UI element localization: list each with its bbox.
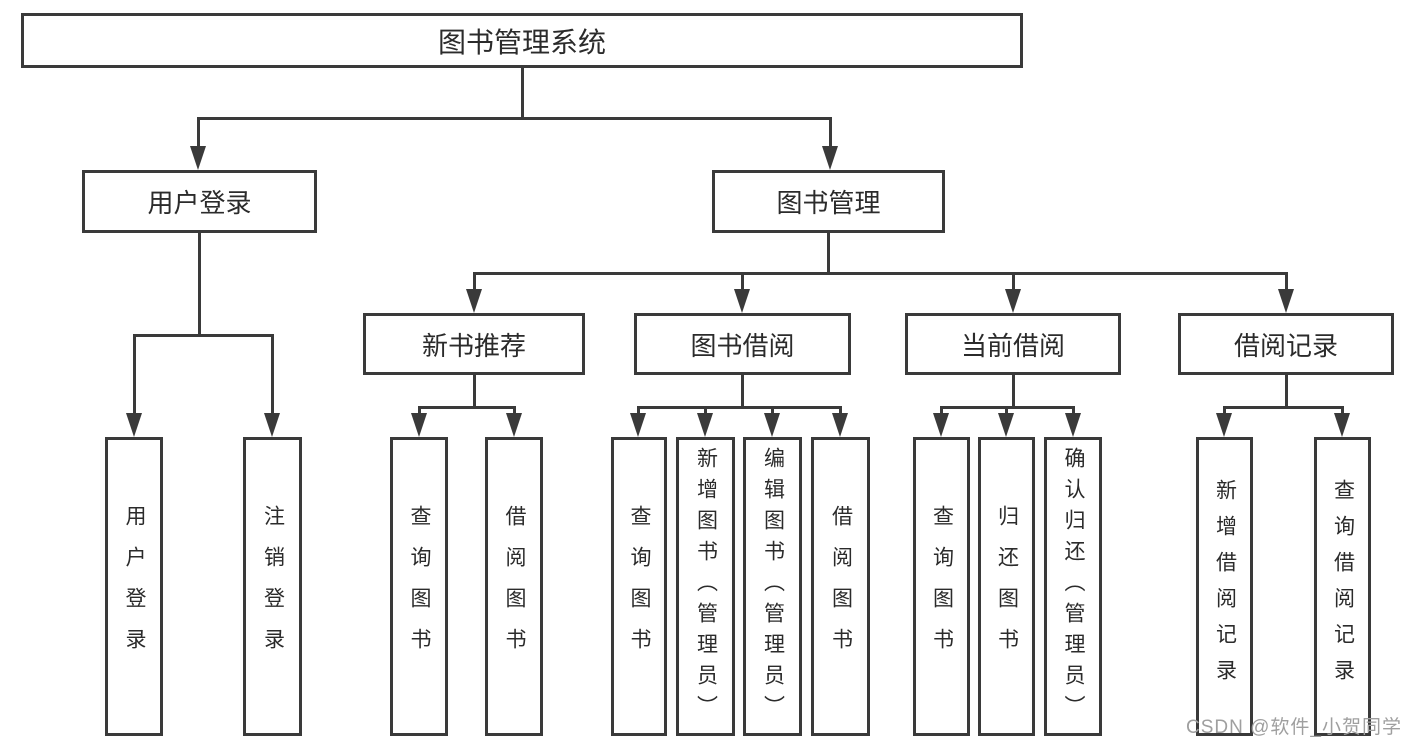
connector-line (1222, 405, 1344, 409)
connector-line (828, 118, 832, 154)
arrowhead-down-icon (1216, 413, 1232, 437)
connector-line (196, 118, 200, 154)
leaf-label: 查询图书 (408, 504, 431, 669)
arrowhead-down-icon (506, 413, 522, 437)
leaf-query-borrow-record: 查询借阅记录 (1314, 437, 1371, 736)
connector-line (826, 233, 830, 275)
connector-line (417, 405, 516, 409)
leaf-add-borrow-record: 新增借阅记录 (1196, 437, 1253, 736)
arrowhead-down-icon (264, 413, 280, 437)
leaf-label: 查询借阅记录 (1331, 478, 1355, 695)
node-label: 当前借阅 (960, 330, 1065, 361)
node-label: 用户登录 (147, 188, 252, 218)
connector-line (520, 68, 524, 120)
connector-line (740, 375, 744, 409)
arrowhead-down-icon (1278, 289, 1294, 313)
node-book-management: 图书管理 (712, 170, 945, 233)
node-current-borrow: 当前借阅 (905, 313, 1121, 375)
csdn-watermark: CSDN @软件_小贺同学 (1186, 717, 1402, 738)
arrowhead-down-icon (697, 413, 713, 437)
leaf-label: 用户登录 (123, 504, 146, 669)
connector-line (270, 335, 274, 421)
node-borrow-records: 借阅记录 (1178, 313, 1394, 375)
leaf-edit-books-admin: 编辑图书（管理员） (743, 437, 802, 736)
connector-line (1284, 273, 1288, 295)
leaf-return-books: 归还图书 (978, 437, 1035, 736)
node-new-book-recommend: 新书推荐 (363, 313, 585, 375)
node-label: 图书管理系统 (437, 26, 606, 58)
arrowhead-down-icon (822, 146, 838, 170)
arrowhead-down-icon (1065, 413, 1081, 437)
leaf-borrow-books: 借阅图书 (811, 437, 870, 736)
arrowhead-down-icon (933, 413, 949, 437)
connector-line (1011, 375, 1015, 409)
connector-line (740, 273, 744, 295)
node-book-management-system: 图书管理系统 (21, 13, 1023, 68)
leaf-logout: 注销登录 (243, 437, 302, 736)
arrowhead-down-icon (764, 413, 780, 437)
arrowhead-down-icon (1334, 413, 1350, 437)
connector-line (132, 335, 136, 421)
leaf-add-books-admin: 新增图书（管理员） (676, 437, 735, 736)
leaf-label: 查询图书 (930, 504, 954, 669)
leaf-label: 新增图书（管理员） (694, 447, 718, 726)
leaf-user-login: 用户登录 (105, 437, 163, 736)
leaf-query-books-current: 查询图书 (913, 437, 970, 736)
leaf-label: 注销登录 (261, 504, 285, 669)
arrowhead-down-icon (1005, 289, 1021, 313)
arrowhead-down-icon (630, 413, 646, 437)
leaf-label: 借阅图书 (503, 504, 526, 669)
connector-line (197, 233, 201, 337)
connector-line (1284, 375, 1288, 409)
connector-line (132, 333, 274, 337)
arrowhead-down-icon (466, 289, 482, 313)
leaf-label: 查询图书 (628, 504, 651, 669)
connector-line (1011, 273, 1015, 295)
leaf-label: 归还图书 (995, 504, 1019, 669)
arrowhead-down-icon (190, 146, 206, 170)
node-label: 图书借阅 (690, 330, 795, 361)
node-label: 图书管理 (776, 188, 881, 218)
arrowhead-down-icon (832, 413, 848, 437)
connector-line (196, 116, 832, 120)
leaf-label: 借阅图书 (829, 504, 853, 669)
connector-line (472, 273, 476, 295)
leaf-query-books-borrow: 查询图书 (611, 437, 667, 736)
connector-line (472, 375, 476, 409)
node-user-login: 用户登录 (82, 170, 317, 233)
leaf-confirm-return-admin: 确认归还（管理员） (1044, 437, 1102, 736)
arrowhead-down-icon (411, 413, 427, 437)
node-label: 借阅记录 (1233, 330, 1338, 361)
leaf-query-books-recommend: 查询图书 (390, 437, 448, 736)
node-label: 新书推荐 (421, 330, 526, 361)
arrowhead-down-icon (998, 413, 1014, 437)
leaf-label: 新增借阅记录 (1213, 478, 1237, 695)
node-book-borrow: 图书借阅 (634, 313, 851, 375)
connector-line (472, 271, 1288, 275)
leaf-label: 确认归还（管理员） (1062, 447, 1085, 726)
connector-line (636, 405, 842, 409)
leaf-borrow-books-recommend: 借阅图书 (485, 437, 543, 736)
leaf-label: 编辑图书（管理员） (761, 447, 785, 726)
arrowhead-down-icon (126, 413, 142, 437)
arrowhead-down-icon (734, 289, 750, 313)
